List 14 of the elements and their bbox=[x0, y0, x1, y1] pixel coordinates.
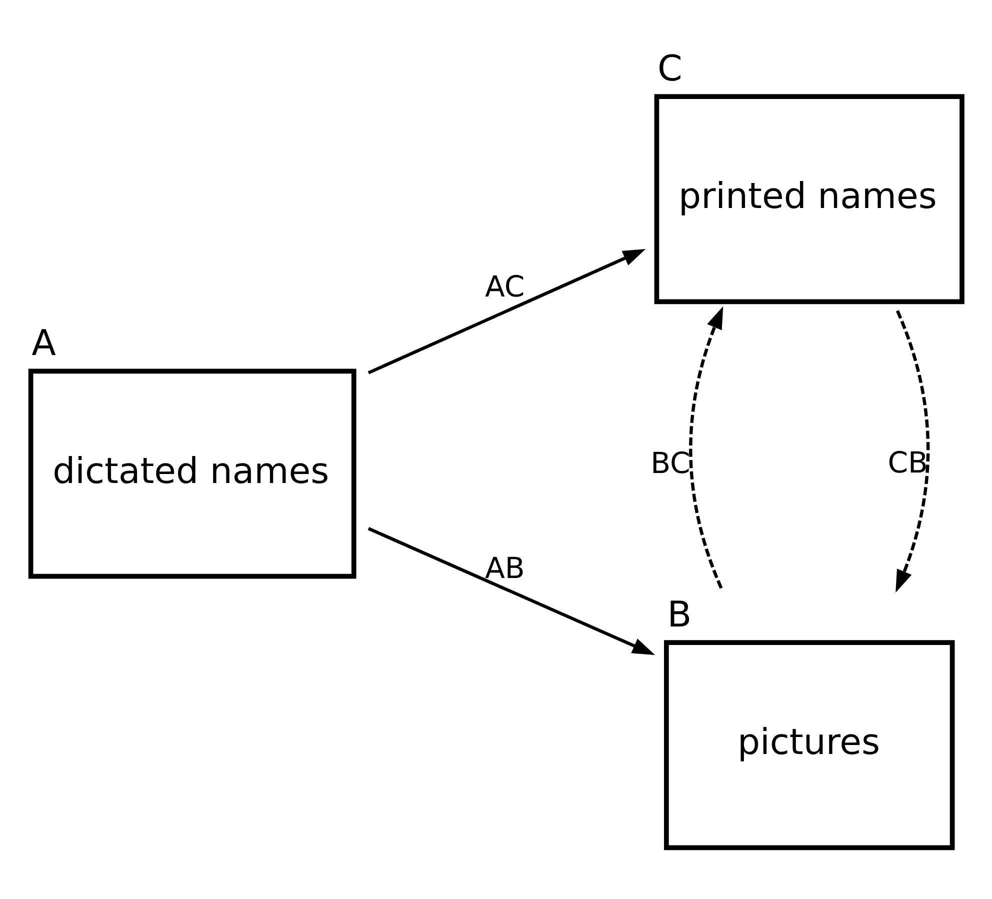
node-box: printed names bbox=[654, 94, 964, 304]
edge-label: BC bbox=[650, 446, 690, 480]
arrow bbox=[368, 248, 646, 374]
arrow bbox=[689, 306, 724, 589]
edge-label: CB bbox=[888, 445, 928, 480]
node-label: A bbox=[32, 323, 56, 364]
edge-label: AC bbox=[485, 270, 525, 304]
node-label: B bbox=[667, 594, 692, 636]
arrow bbox=[368, 527, 656, 656]
node-label: C bbox=[658, 48, 682, 90]
node-box: pictures bbox=[664, 640, 955, 850]
arrow bbox=[896, 310, 930, 593]
node-box: dictated names bbox=[28, 368, 356, 579]
edge-label: AB bbox=[484, 550, 525, 585]
